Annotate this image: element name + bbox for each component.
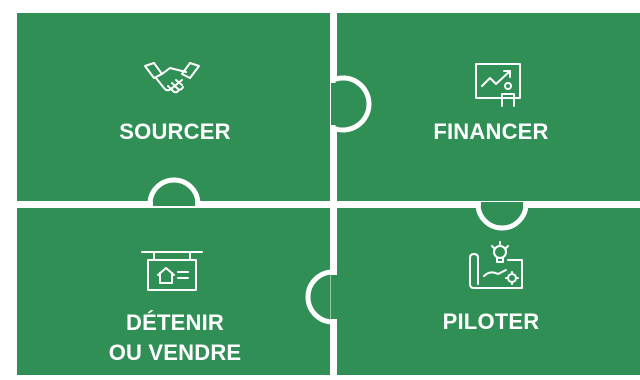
knob-bottom [305,269,336,325]
label-detenir: DÉTENIR [126,310,224,335]
piece-top-left [17,13,330,201]
piece-bottom-right [337,208,640,375]
label-ou-vendre: OU VENDRE [108,340,242,365]
label-piloter: PILOTER [442,309,540,334]
knob-left [147,177,201,207]
presentation-chart-icon [474,62,522,108]
lightbulb-plan-icon [468,240,528,292]
handshake-icon [142,58,202,102]
label-sourcer: SOURCER [119,119,231,144]
label-financer: FINANCER [433,119,549,144]
knob-top [330,75,372,133]
piece-top-right [337,13,640,201]
knob-right [475,201,529,231]
house-sign-icon [140,248,204,294]
piece-bottom-left [17,208,330,375]
